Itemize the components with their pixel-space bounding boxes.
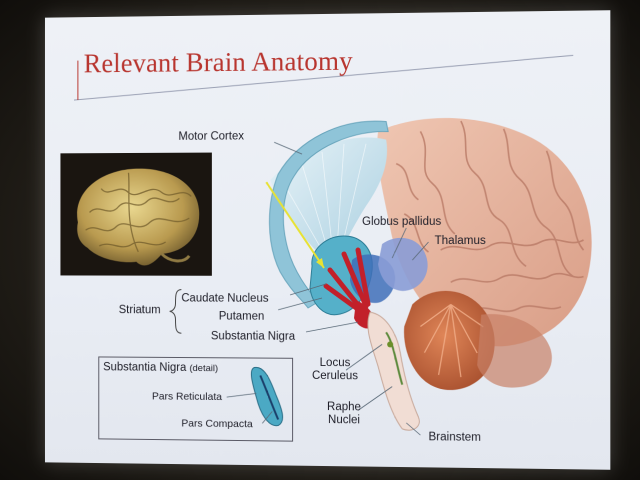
detail-box-title-suffix: (detail) — [189, 363, 218, 374]
label-brainstem: Brainstem — [429, 431, 482, 445]
label-raphe-nuclei: Raphe Nuclei — [314, 401, 374, 428]
striatum-brace — [170, 290, 182, 334]
label-locus-ceruleus-line2: Ceruleus — [302, 370, 368, 384]
label-raphe-nuclei-line2: Nuclei — [314, 414, 374, 428]
label-substantia-nigra: Substantia Nigra — [211, 330, 295, 343]
label-raphe-nuclei-line1: Raphe — [314, 401, 374, 415]
label-locus-ceruleus-line1: Locus — [302, 357, 368, 370]
label-locus-ceruleus: Locus Ceruleus — [302, 357, 368, 384]
label-motor-cortex: Motor Cortex — [178, 131, 244, 144]
label-striatum: Striatum — [119, 304, 161, 317]
label-thalamus: Thalamus — [435, 235, 486, 248]
label-pars-compacta: Pars Compacta — [181, 418, 252, 432]
label-caudate-nucleus: Caudate Nucleus — [181, 293, 268, 306]
detail-box-title: Substantia Nigra (detail) — [103, 361, 218, 375]
presentation-slide: Relevant Brain Anatomy — [45, 10, 610, 470]
detail-box-title-text: Substantia Nigra — [103, 361, 186, 374]
label-putamen: Putamen — [219, 311, 265, 324]
label-pars-reticulata: Pars Reticulata — [152, 390, 222, 404]
label-globus-pallidus: Globus pallidus — [362, 216, 441, 229]
